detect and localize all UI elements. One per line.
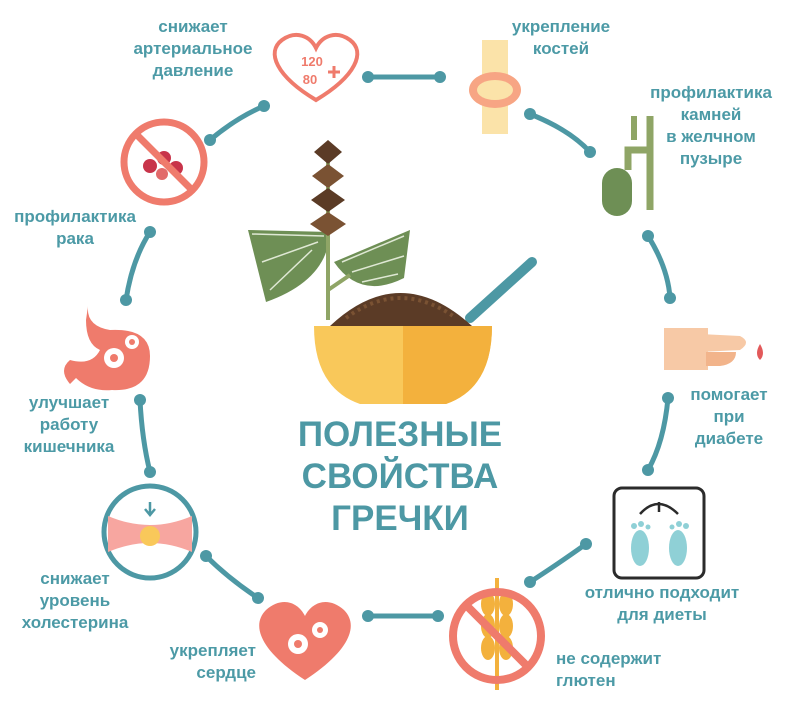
benefit-label-cholesterol: снижает уровень холестерина: [21, 569, 129, 632]
benefit-label-diet: отлично подходит для диеты: [584, 583, 740, 624]
connector-cholesterol-intestine: [137, 397, 153, 475]
stomach-gears-icon: [64, 306, 150, 391]
heart-badge-bottom: 80: [303, 72, 317, 87]
connector-gallbladder-diabetes: [645, 233, 673, 301]
connector-diabetes-diet: [645, 395, 671, 473]
buckwheat-seeds-icon: [310, 140, 346, 236]
title-line-3: ГРЕЧКИ: [331, 499, 469, 538]
spoon-icon: [465, 257, 537, 323]
connector-intestine-cancer: [123, 229, 153, 303]
gallbladder-icon: [602, 116, 654, 216]
benefit-label-pressure: снижает артериальное давление: [133, 17, 253, 80]
no-cancer-cells-icon: [120, 118, 208, 206]
connector-heart-cholesterol: [203, 553, 261, 601]
connector-cancer-pressure: [207, 103, 267, 143]
benefit-label-gallbladder: профилактика камней в желчном пузыре: [650, 83, 772, 168]
no-wheat-icon: [449, 578, 545, 690]
buckwheat-bowl-illustration: [248, 140, 537, 404]
scale-feet-icon: [612, 486, 706, 580]
title-line-2: СВОЙСТВА: [301, 457, 499, 496]
benefit-label-heart: укрепляет сердце: [169, 641, 256, 682]
benefit-label-intestine: улучшает работу кишечника: [23, 393, 115, 456]
title-line-1: ПОЛЕЗНЫЕ: [297, 415, 503, 454]
joint-bone-icon: [469, 40, 521, 134]
diagram-title: ПОЛЕЗНЫЕ СВОЙСТВА ГРЕЧКИ: [270, 414, 530, 540]
benefit-label-bones: укрепление костей: [511, 17, 611, 58]
heart-pressure-icon: 120 80: [272, 32, 360, 103]
heart-gears-icon: [259, 602, 351, 680]
heart-badge-top: 120: [301, 54, 323, 69]
artery-cholesterol-icon: [101, 483, 199, 581]
connector-diet-gluten: [527, 541, 589, 585]
benefit-label-cancer: профилактика рака: [14, 207, 136, 248]
connector-bones-gallbladder: [527, 111, 593, 155]
benefit-label-gluten: не содержит глютен: [556, 649, 662, 690]
leaf-left-icon: [248, 230, 330, 302]
connector-dots: [120, 71, 676, 622]
finger-blood-drop-icon: [664, 328, 763, 370]
benefit-label-diabetes: помогает при диабете: [690, 385, 768, 448]
buckwheat-heap: [330, 293, 472, 326]
